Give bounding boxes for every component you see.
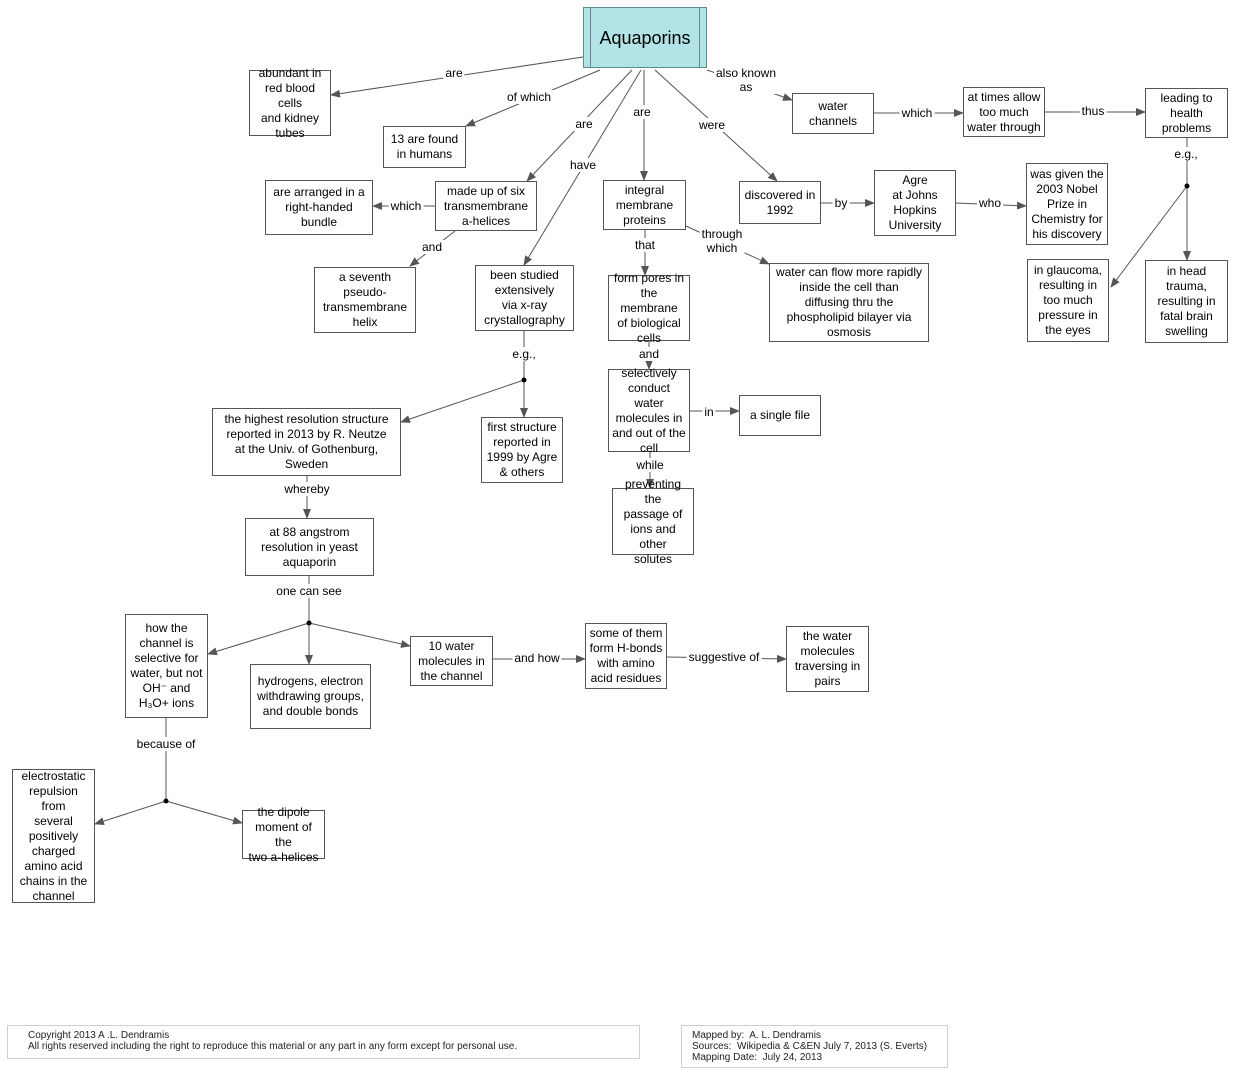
link-label-are-3: are xyxy=(631,105,653,119)
junction-dot-4 xyxy=(163,798,169,804)
copyright-line-1: Copyright 2013 A .L. Dendramis xyxy=(28,1030,170,1041)
node-form-pores[interactable]: form pores in the membrane of biological… xyxy=(608,271,690,345)
node-angstrom[interactable]: at 88 angstrom resolution in yeast aquap… xyxy=(245,518,374,576)
node-too-much-water[interactable]: at times allow too much water through xyxy=(963,87,1045,137)
link-label-in: in xyxy=(702,405,716,419)
junction-dot-1 xyxy=(1184,183,1190,189)
connector-23 xyxy=(400,379,525,423)
node-dipole[interactable]: the dipole moment of the two a-helices xyxy=(242,805,325,864)
node-right-handed[interactable]: are arranged in a right-handed bundle xyxy=(265,180,373,235)
mapping-info-footer: Mapped by: A. L. Dendramis Sources: Wiki… xyxy=(681,1025,948,1068)
node-first-structure[interactable]: first structure reported in 1999 by Agre… xyxy=(481,417,563,483)
node-head-trauma[interactable]: in head trauma, resulting in fatal brain… xyxy=(1145,260,1228,343)
connector-33 xyxy=(94,800,167,826)
node-h-bonds[interactable]: some of them form H-bonds with amino aci… xyxy=(585,623,667,689)
link-label-and-2: and xyxy=(636,347,662,361)
node-seventh[interactable]: a seventh pseudo- transmembrane helix xyxy=(314,267,416,333)
link-label-who: who xyxy=(976,196,1004,210)
connector-34 xyxy=(165,800,243,825)
link-label-eg-2: e.g., xyxy=(510,347,538,361)
link-label-were: were xyxy=(696,118,728,132)
node-nobel[interactable]: was given the 2003 Nobel Prize in Chemis… xyxy=(1026,163,1108,245)
link-label-of-which: of which xyxy=(504,90,554,104)
mapping-date: Mapping Date: July 24, 2013 xyxy=(692,1052,823,1063)
node-ten-water[interactable]: 10 water molecules in the channel xyxy=(410,636,493,686)
link-label-are-1: are xyxy=(443,66,465,80)
link-label-are-2: are xyxy=(573,117,595,131)
node-glaucoma[interactable]: in glaucoma, resulting in too much press… xyxy=(1027,259,1109,342)
link-label-and-1: and xyxy=(419,240,445,254)
link-label-suggestive-of: suggestive of xyxy=(686,650,762,664)
node-selectively[interactable]: selectively conduct water molecules in a… xyxy=(608,366,690,455)
node-made-up[interactable]: made up of six transmembrane a-helices xyxy=(435,181,537,231)
node-aquaporins[interactable]: Aquaporins xyxy=(583,7,707,68)
node-integral[interactable]: integral membrane proteins xyxy=(603,180,686,230)
copyright-footer: Copyright 2013 A .L. Dendramis All right… xyxy=(7,1025,640,1059)
link-label-by: by xyxy=(832,196,850,210)
node-hydrogens[interactable]: hydrogens, electron withdrawing groups, … xyxy=(250,664,371,729)
link-label-one-can-see: one can see xyxy=(274,584,344,598)
connector-27 xyxy=(207,622,310,656)
node-studied[interactable]: been studied extensively via x-ray cryst… xyxy=(475,265,574,331)
node-flow-rapidly[interactable]: water can flow more rapidly inside the c… xyxy=(769,263,929,342)
link-label-also-known-as: also known as xyxy=(713,66,779,94)
junction-dot-2 xyxy=(521,377,527,383)
link-label-through-which: through which xyxy=(699,227,745,255)
link-label-have: have xyxy=(567,158,599,172)
copyright-line-2: All rights reserved including the right … xyxy=(28,1041,518,1052)
node-water-channels[interactable]: water channels xyxy=(792,93,874,134)
link-label-while: while xyxy=(634,458,666,472)
node-pairs[interactable]: the water molecules traversing in pairs xyxy=(786,626,869,692)
connector-11 xyxy=(1110,185,1188,288)
link-label-because-of: because of xyxy=(134,737,198,751)
mapped-by: Mapped by: A. L. Dendramis xyxy=(692,1030,821,1041)
link-label-and-how: and how xyxy=(512,651,562,665)
node-electrostatic[interactable]: electrostatic repulsion from several pos… xyxy=(12,769,95,903)
link-label-thus: thus xyxy=(1079,104,1107,118)
node-agre[interactable]: Agre at Johns Hopkins University xyxy=(874,170,956,236)
junction-dot-3 xyxy=(306,620,312,626)
node-selective-water[interactable]: how the channel is selective for water, … xyxy=(125,614,208,718)
link-label-whereby: whereby xyxy=(282,482,332,496)
node-abundant[interactable]: abundant in red blood cells and kidney t… xyxy=(249,66,331,140)
node-preventing[interactable]: preventing the passage of ions and other… xyxy=(612,477,694,566)
node-found-13[interactable]: 13 are found in humans xyxy=(383,126,466,168)
sources: Sources: Wikipedia & C&EN July 7, 2013 (… xyxy=(692,1041,928,1052)
link-label-that: that xyxy=(632,238,658,252)
node-highest-res[interactable]: the highest resolution structure reporte… xyxy=(212,408,401,476)
node-discovered[interactable]: discovered in 1992 xyxy=(739,181,821,224)
node-health-problems[interactable]: leading to health problems xyxy=(1145,88,1228,138)
link-label-which-2: which xyxy=(388,199,424,213)
node-single-file[interactable]: a single file xyxy=(739,395,821,436)
link-label-which-1: which xyxy=(899,106,935,120)
connector-29 xyxy=(308,622,411,648)
link-label-eg-1: e.g., xyxy=(1172,147,1200,161)
